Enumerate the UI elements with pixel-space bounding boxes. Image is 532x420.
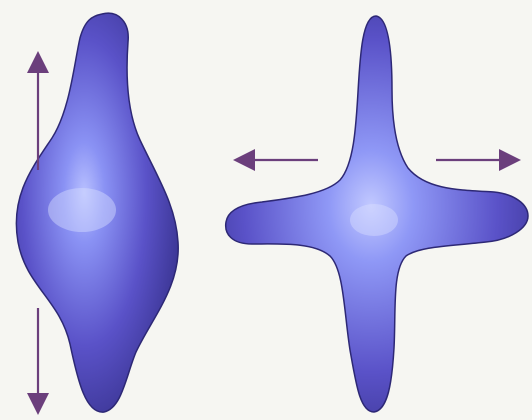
four-pointed-star-blob-highlight: [350, 204, 398, 236]
elongated-blob-highlight: [48, 188, 116, 232]
